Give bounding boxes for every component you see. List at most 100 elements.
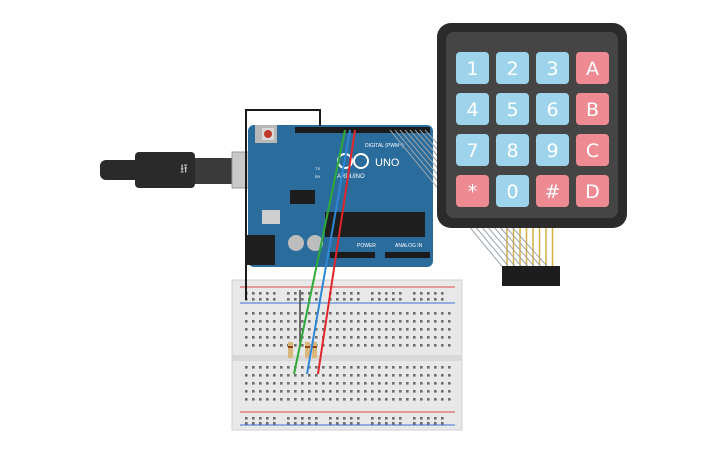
wire-green[interactable] bbox=[293, 129, 346, 375]
capacitor-1 bbox=[288, 235, 304, 251]
breadboard-hole bbox=[315, 374, 318, 377]
keypad-key-0[interactable]: 0 bbox=[496, 175, 529, 207]
breadboard-hole bbox=[413, 422, 416, 425]
keypad-key-A[interactable]: A bbox=[576, 52, 609, 84]
breadboard-hole bbox=[329, 344, 332, 347]
keypad-key-3[interactable]: 3 bbox=[536, 52, 569, 84]
power-jack[interactable] bbox=[245, 235, 275, 265]
reset-button[interactable] bbox=[264, 130, 272, 138]
keypad-key-8[interactable]: 8 bbox=[496, 134, 529, 166]
breadboard-hole bbox=[427, 292, 430, 295]
breadboard-hole bbox=[371, 374, 374, 377]
wires[interactable] bbox=[245, 109, 356, 375]
breadboard-hole bbox=[301, 312, 304, 315]
breadboard-hole bbox=[294, 298, 297, 301]
breadboard-hole bbox=[434, 298, 437, 301]
wire-red[interactable] bbox=[317, 129, 356, 375]
breadboard-hole bbox=[427, 422, 430, 425]
breadboard-hole bbox=[301, 366, 304, 369]
breadboard-hole bbox=[329, 328, 332, 331]
analog-header bbox=[385, 252, 430, 258]
breadboard-hole bbox=[252, 382, 255, 385]
breadboard-hole bbox=[357, 312, 360, 315]
breadboard-hole bbox=[413, 320, 416, 323]
breadboard-hole bbox=[350, 417, 353, 420]
breadboard[interactable] bbox=[231, 279, 463, 431]
breadboard-hole bbox=[259, 422, 262, 425]
breadboard-hole bbox=[336, 366, 339, 369]
keypad-key-face bbox=[456, 52, 489, 84]
breadboard-hole bbox=[378, 312, 381, 315]
breadboard-hole bbox=[301, 292, 304, 295]
keypad-key-face bbox=[576, 93, 609, 125]
wire-blue[interactable] bbox=[306, 129, 351, 375]
keypad-key-face bbox=[456, 175, 489, 207]
keypad-key-1[interactable]: 1 bbox=[456, 52, 489, 84]
keypad-key-4[interactable]: 4 bbox=[456, 93, 489, 125]
breadboard-hole bbox=[441, 382, 444, 385]
breadboard-hole bbox=[259, 320, 262, 323]
keypad-key-9[interactable]: 9 bbox=[536, 134, 569, 166]
breadboard-hole bbox=[294, 320, 297, 323]
keypad-key-2[interactable]: 2 bbox=[496, 52, 529, 84]
arduino-uno-board[interactable]: ARDUINO UNO DIGITAL (PWM~) POWER ANALOG … bbox=[245, 125, 433, 267]
breadboard-hole bbox=[420, 390, 423, 393]
breadboard-hole bbox=[252, 417, 255, 420]
breadboard-hole bbox=[434, 422, 437, 425]
tx-label: TX bbox=[315, 166, 320, 171]
resistor-2 bbox=[305, 342, 310, 358]
breadboard-hole bbox=[448, 344, 451, 347]
breadboard-hole bbox=[406, 398, 409, 401]
breadboard-hole bbox=[441, 312, 444, 315]
breadboard-hole bbox=[266, 390, 269, 393]
breadboard-hole bbox=[385, 422, 388, 425]
breadboard-hole bbox=[259, 312, 262, 315]
breadboard-hole bbox=[371, 390, 374, 393]
breadboard-hole bbox=[287, 374, 290, 377]
breadboard-hole bbox=[399, 398, 402, 401]
keypad-key-face bbox=[496, 52, 529, 84]
breadboard-hole bbox=[308, 320, 311, 323]
wire-black-gnd[interactable] bbox=[245, 109, 321, 265]
breadboard-hole bbox=[364, 366, 367, 369]
breadboard-hole bbox=[378, 320, 381, 323]
breadboard-holes bbox=[245, 292, 451, 425]
keypad-key-B[interactable]: B bbox=[576, 93, 609, 125]
keypad-key-C[interactable]: C bbox=[576, 134, 609, 166]
breadboard-hole bbox=[336, 292, 339, 295]
breadboard-hole bbox=[259, 336, 262, 339]
breadboard-hole bbox=[434, 312, 437, 315]
breadboard-hole bbox=[413, 312, 416, 315]
usb-plug-body bbox=[135, 152, 195, 188]
breadboard-hole bbox=[329, 417, 332, 420]
keypad-key-#[interactable]: # bbox=[536, 175, 569, 207]
breadboard-hole bbox=[245, 422, 248, 425]
breadboard-hole bbox=[266, 366, 269, 369]
breadboard-hole bbox=[441, 398, 444, 401]
breadboard-hole bbox=[441, 344, 444, 347]
keypad-key-D[interactable]: D bbox=[576, 175, 609, 207]
breadboard-hole bbox=[350, 374, 353, 377]
power-header bbox=[330, 252, 375, 258]
breadboard-hole bbox=[259, 366, 262, 369]
breadboard-hole bbox=[329, 336, 332, 339]
breadboard-hole bbox=[315, 417, 318, 420]
keypad-key-5[interactable]: 5 bbox=[496, 93, 529, 125]
keypad-key-7[interactable]: 7 bbox=[456, 134, 489, 166]
breadboard-hole bbox=[350, 390, 353, 393]
breadboard-hole bbox=[343, 292, 346, 295]
breadboard-hole bbox=[385, 344, 388, 347]
breadboard-hole bbox=[336, 417, 339, 420]
keypad-key-6[interactable]: 6 bbox=[536, 93, 569, 125]
breadboard-hole bbox=[371, 298, 374, 301]
keypad-key-*[interactable]: * bbox=[456, 175, 489, 207]
breadboard-hole bbox=[357, 328, 360, 331]
breadboard-hole bbox=[378, 417, 381, 420]
keypad-key-face bbox=[576, 175, 609, 207]
breadboard-hole bbox=[392, 320, 395, 323]
breadboard-hole bbox=[252, 344, 255, 347]
breadboard-hole bbox=[315, 382, 318, 385]
breadboard-hole bbox=[371, 398, 374, 401]
breadboard-hole bbox=[287, 366, 290, 369]
